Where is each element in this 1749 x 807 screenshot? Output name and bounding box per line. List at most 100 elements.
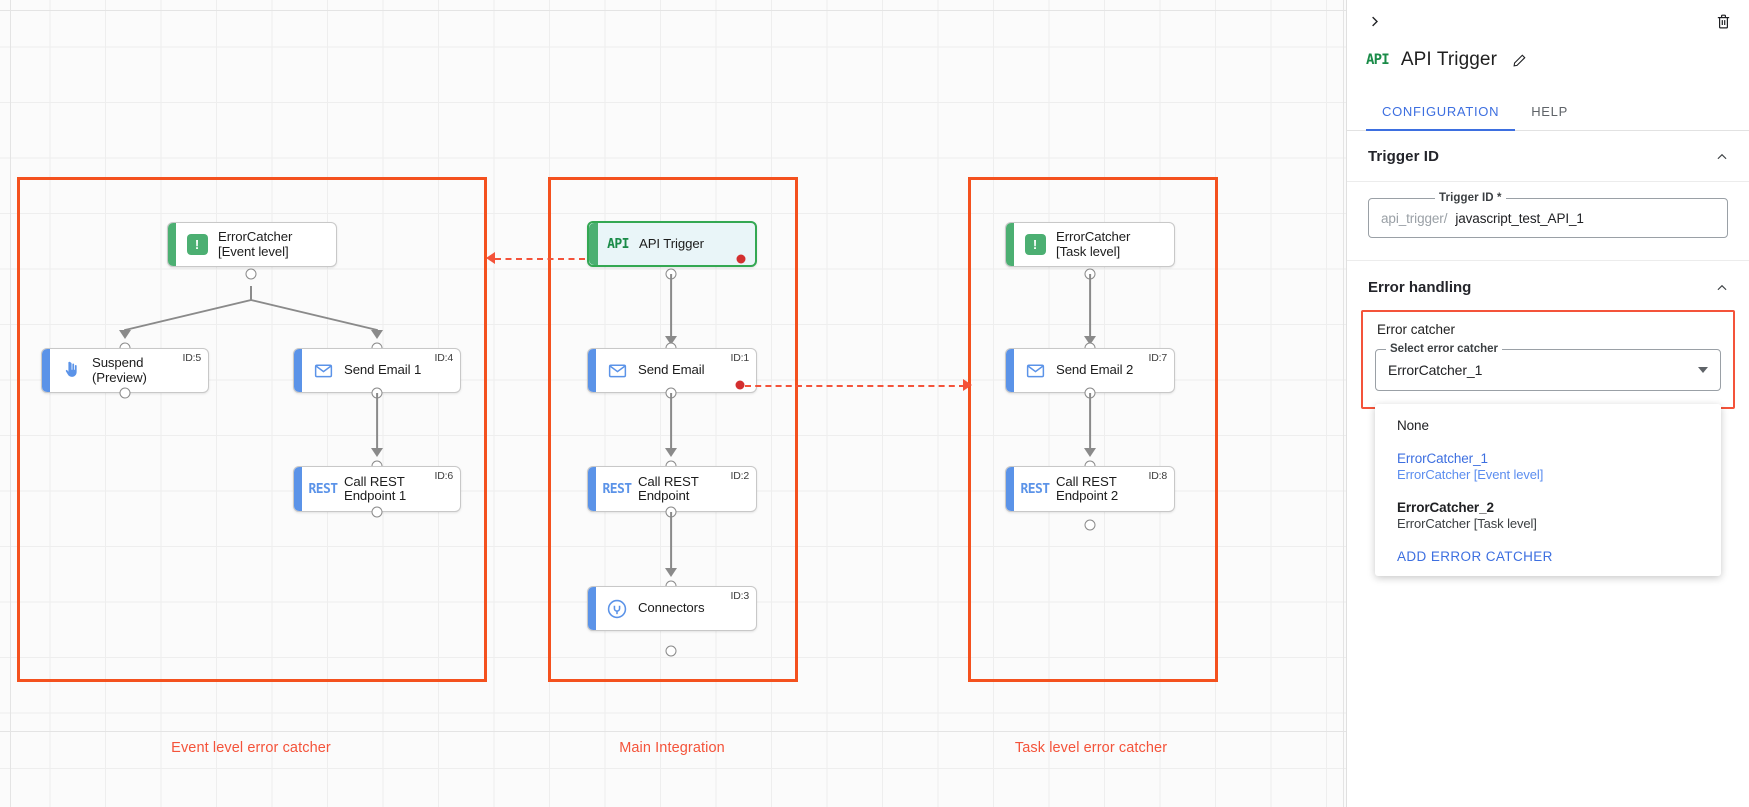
- error-link-arrowhead: [486, 252, 495, 264]
- option-primary: None: [1397, 418, 1429, 433]
- edge-arrowhead: [1084, 448, 1096, 457]
- node-call-rest-endpoint[interactable]: REST Call REST Endpoint ID:2: [587, 466, 757, 512]
- node-send-email-2[interactable]: Send Email 2 ID:7: [1005, 348, 1175, 393]
- dropdown-option-none[interactable]: None: [1375, 412, 1721, 439]
- group-event-level-error-catcher[interactable]: [17, 177, 487, 682]
- node-error-indicator-dot: [735, 380, 745, 390]
- group-label-event-level: Event level error catcher: [171, 740, 331, 756]
- node-port-out[interactable]: [371, 506, 383, 518]
- node-port-out[interactable]: [1084, 519, 1096, 531]
- chevron-up-icon[interactable]: [1714, 149, 1730, 165]
- node-accent-bar: [1006, 349, 1014, 392]
- node-suspend[interactable]: Suspend (Preview) ID:5: [41, 348, 209, 393]
- api-icon: API: [607, 236, 629, 252]
- trigger-id-prefix: api_trigger/: [1381, 210, 1448, 226]
- node-id-badge: ID:6: [434, 470, 454, 482]
- trigger-id-legend: Trigger ID *: [1435, 192, 1506, 204]
- add-error-catcher-button[interactable]: ADD ERROR CATCHER: [1397, 549, 1553, 564]
- select-error-catcher-value: ErrorCatcher_1: [1388, 362, 1483, 378]
- grid-line: [0, 731, 1346, 732]
- node-label: Call REST Endpoint 1: [344, 473, 407, 503]
- node-accent-bar: [168, 223, 176, 266]
- pencil-icon[interactable]: [1509, 50, 1529, 70]
- flow-canvas[interactable]: Event level error catcher Main Integrati…: [0, 0, 1346, 807]
- node-port-out[interactable]: [665, 645, 677, 657]
- node-label: Call REST Endpoint 2: [1056, 473, 1119, 503]
- node-accent-bar: [588, 467, 596, 511]
- trigger-id-value: javascript_test_API_1: [1455, 210, 1584, 226]
- edge-arrowhead: [665, 568, 677, 577]
- error-link-task-level: [745, 385, 965, 387]
- grid-line: [0, 10, 1346, 11]
- node-id-badge: ID:2: [730, 470, 750, 482]
- edge-arrowhead: [665, 336, 677, 345]
- edge-arrowhead: [665, 448, 677, 457]
- dropdown-option-errorcatcher-1[interactable]: ErrorCatcher_1 ErrorCatcher [Event level…: [1375, 445, 1721, 488]
- group-main-integration[interactable]: [548, 177, 798, 682]
- node-accent-bar: [42, 349, 50, 392]
- group-label-task-level: Task level error catcher: [1014, 740, 1168, 756]
- node-call-rest-endpoint-2[interactable]: REST Call REST Endpoint 2 ID:8: [1005, 466, 1175, 512]
- group-task-level-error-catcher[interactable]: [968, 177, 1218, 682]
- rest-icon: REST: [1020, 481, 1051, 497]
- section-title: Error handling: [1368, 279, 1472, 296]
- node-errorcatcher-event-level[interactable]: ! ErrorCatcher [Event level]: [167, 222, 337, 267]
- select-error-catcher[interactable]: Select error catcher ErrorCatcher_1: [1375, 343, 1721, 391]
- node-id-badge: ID:5: [182, 352, 202, 364]
- option-secondary: ErrorCatcher [Task level]: [1397, 516, 1537, 531]
- node-label: Send Email: [638, 362, 705, 378]
- panel-tabs: CONFIGURATION HELP: [1347, 92, 1749, 131]
- trash-icon[interactable]: [1711, 9, 1735, 33]
- node-label: Suspend (Preview): [92, 355, 147, 385]
- node-send-email-1[interactable]: Send Email 1 ID:4: [293, 348, 461, 393]
- edge-line: [376, 393, 378, 455]
- chevron-down-icon[interactable]: [1698, 367, 1708, 373]
- page-title: API Trigger: [1400, 49, 1498, 70]
- group-label-main-integration: Main Integration: [619, 740, 725, 756]
- envelope-icon: [600, 360, 634, 381]
- trigger-id-input[interactable]: Trigger ID * api_trigger/ javascript_tes…: [1368, 192, 1728, 238]
- edge-arrowhead: [371, 330, 383, 339]
- node-port-out[interactable]: [245, 268, 257, 280]
- edge-line: [1089, 393, 1091, 455]
- chevron-right-icon[interactable]: [1361, 8, 1387, 34]
- node-id-badge: ID:3: [730, 590, 750, 602]
- option-secondary: ErrorCatcher [Event level]: [1397, 467, 1544, 482]
- node-connectors[interactable]: Connectors ID:3: [587, 586, 757, 631]
- section-header-trigger-id[interactable]: Trigger ID: [1347, 131, 1749, 182]
- error-catcher-icon: !: [1018, 234, 1052, 255]
- connectors-icon: [600, 598, 634, 620]
- node-id-badge: ID:8: [1148, 470, 1168, 482]
- node-send-email[interactable]: Send Email ID:1: [587, 348, 757, 393]
- error-catcher-label: Error catcher: [1377, 322, 1456, 337]
- hand-icon: [54, 361, 88, 380]
- node-port-out[interactable]: [119, 387, 131, 399]
- edge-line: [670, 274, 672, 344]
- rest-icon: REST: [602, 481, 633, 497]
- properties-panel: API API Trigger CONFIGURATION HELP Trigg…: [1346, 0, 1749, 807]
- edge-line: [670, 393, 672, 455]
- node-call-rest-endpoint-1[interactable]: REST Call REST Endpoint 1 ID:6: [293, 466, 461, 512]
- panel-title-row: API API Trigger: [1347, 42, 1749, 78]
- dropdown-option-errorcatcher-2[interactable]: ErrorCatcher_2 ErrorCatcher [Task level]: [1375, 494, 1721, 537]
- error-link-event-level: [495, 258, 585, 260]
- edge-arrowhead: [119, 330, 131, 339]
- option-primary: ErrorCatcher_1: [1397, 451, 1488, 466]
- grid-line: [1343, 0, 1344, 807]
- node-errorcatcher-task-level[interactable]: ! ErrorCatcher [Task level]: [1005, 222, 1175, 267]
- node-label: Connectors: [638, 600, 705, 616]
- node-accent-bar: [588, 349, 596, 392]
- node-api-trigger[interactable]: API API Trigger: [587, 221, 757, 267]
- tab-configuration[interactable]: CONFIGURATION: [1366, 92, 1516, 131]
- tab-help[interactable]: HELP: [1531, 104, 1568, 119]
- node-id-badge: ID:7: [1148, 352, 1168, 364]
- node-label: ErrorCatcher [Event level]: [218, 229, 293, 259]
- option-primary: ErrorCatcher_2: [1397, 500, 1494, 515]
- api-icon: API: [1366, 52, 1390, 68]
- edge-arrowhead: [371, 448, 383, 457]
- section-header-error-handling[interactable]: Error handling: [1347, 261, 1749, 310]
- chevron-up-icon[interactable]: [1714, 280, 1730, 296]
- panel-topbar: [1347, 0, 1749, 42]
- error-catcher-dropdown[interactable]: None ErrorCatcher_1 ErrorCatcher [Event …: [1375, 404, 1721, 576]
- node-accent-bar: [1006, 223, 1014, 266]
